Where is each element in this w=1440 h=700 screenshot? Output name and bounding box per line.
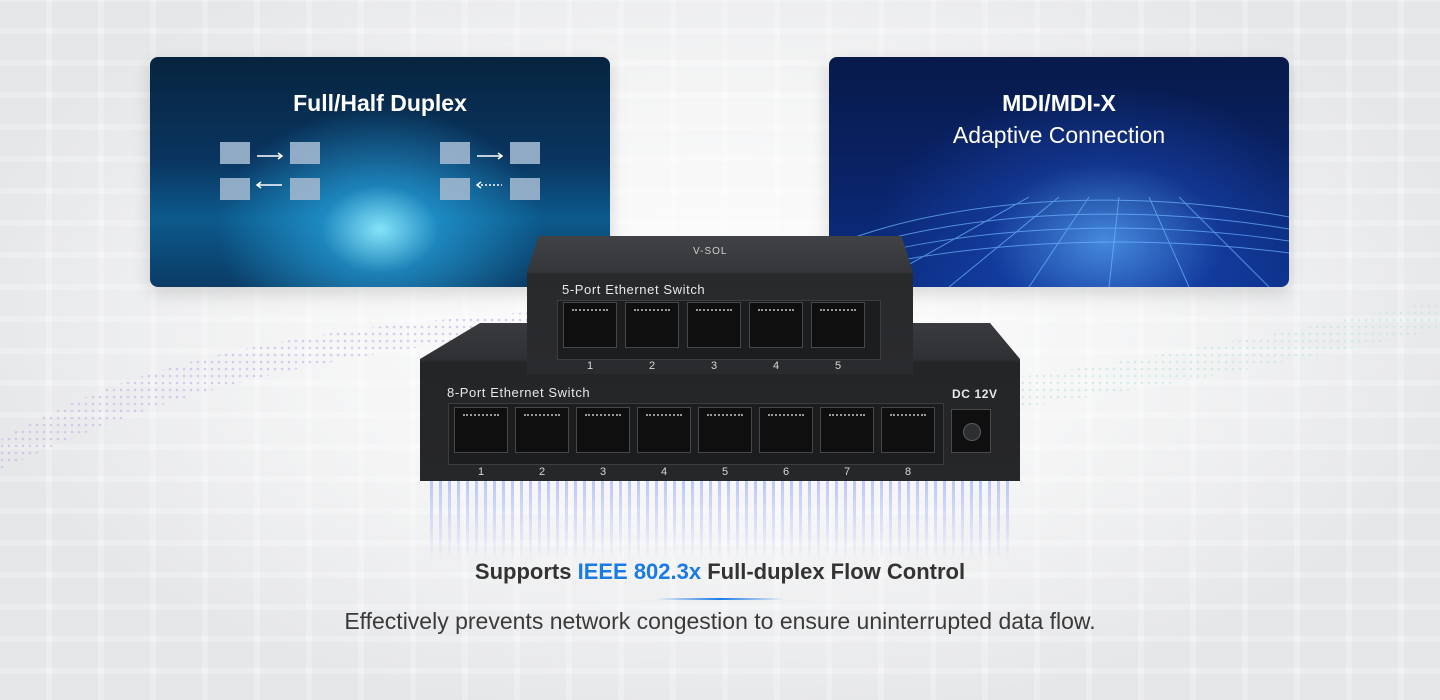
switch5-port-2 <box>625 302 679 348</box>
headline: Supports IEEE 802.3x Full-duplex Flow Co… <box>0 559 1440 585</box>
switch8-port-4 <box>637 407 691 453</box>
description: Effectively prevents network congestion … <box>344 608 1096 634</box>
switch8-port-number: 2 <box>538 466 546 478</box>
switch5-port-number: 5 <box>834 360 842 372</box>
card-title-duplex: Full/Half Duplex <box>293 90 467 116</box>
switch8-port-8 <box>881 407 935 453</box>
power-label: DC 12V <box>952 387 998 401</box>
switch5-port-number: 3 <box>710 360 718 372</box>
switch8-port-number: 7 <box>843 466 851 478</box>
switch8-port-3 <box>576 407 630 453</box>
full-half-duplex-card: Full/Half Duplex <box>150 57 610 287</box>
power-jack-icon <box>951 409 991 453</box>
headline-suffix: Full-duplex Flow Control <box>701 559 966 584</box>
switch5-port-3 <box>687 302 741 348</box>
card-subtitle-adaptive: Adaptive Connection <box>952 122 1166 148</box>
mdi-mdix-card: MDI/MDI-X Adaptive Connection <box>829 57 1289 287</box>
switch8-port-6 <box>759 407 813 453</box>
headline-prefix: Supports <box>474 559 578 584</box>
duplex-diagram-icon <box>220 142 540 200</box>
five-port-switch: V-SOL 5-Port Ethernet Switch 1 2 3 4 5 <box>527 236 913 374</box>
switch8-port-1 <box>454 407 508 453</box>
switch8-port-number: 3 <box>599 466 607 478</box>
switch8-port-2 <box>515 407 569 453</box>
switch5-port-number: 2 <box>648 360 656 372</box>
switch5-label: 5-Port Ethernet Switch <box>562 282 706 297</box>
headline-highlight: IEEE 802.3x <box>577 559 702 584</box>
switch5-port-1 <box>563 302 617 348</box>
switch5-port-5 <box>811 302 865 348</box>
switch5-port-number: 4 <box>772 360 780 372</box>
switch8-port-5 <box>698 407 752 453</box>
light-beams <box>430 480 1010 560</box>
switch8-port-number: 4 <box>660 466 668 478</box>
switch8-port-7 <box>820 407 874 453</box>
headline-underline <box>656 598 784 600</box>
brand-logo: V-SOL <box>693 246 728 257</box>
switch8-label: 8-Port Ethernet Switch <box>447 385 591 400</box>
switch8-port-number: 6 <box>782 466 790 478</box>
switch5-port-4 <box>749 302 803 348</box>
switch8-port-number: 1 <box>477 466 485 478</box>
switch8-port-number: 5 <box>721 466 729 478</box>
card-title-mdi: MDI/MDI-X <box>1002 90 1116 116</box>
switch5-port-number: 1 <box>586 360 594 372</box>
switch8-port-number: 8 <box>904 466 912 478</box>
